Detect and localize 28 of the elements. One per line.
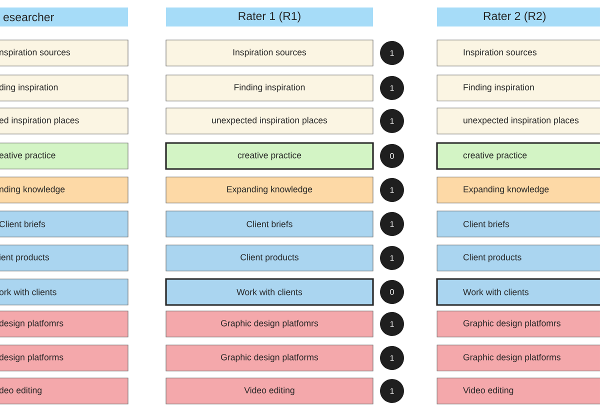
category-box: Graphic design platfomrs	[166, 310, 374, 338]
category-box: nspiration sources	[0, 40, 128, 66]
category-box: Graphic design platforms	[166, 344, 374, 372]
category-box: creative practice	[165, 142, 374, 170]
category-box: Work with clients	[436, 278, 600, 306]
category-box: Client products	[436, 244, 600, 272]
category-box: Graphic design platforms	[436, 344, 600, 372]
category-box: Expanding knowledge	[436, 176, 600, 204]
category-box: unexpected inspiration places	[436, 108, 600, 134]
category-box: ient products	[0, 244, 128, 272]
category-box: Video editing	[166, 378, 374, 404]
category-box: Client briefs	[166, 210, 374, 238]
category-box: unexpected inspiration places	[166, 108, 374, 134]
category-box: creative practice	[436, 142, 600, 170]
column-header: esearcher	[0, 8, 128, 26]
category-box: Finding inspiration	[166, 74, 374, 102]
category-box: Inspiration sources	[166, 40, 374, 66]
category-box: Inspiration sources	[436, 40, 600, 66]
category-box: Expanding knowledge	[166, 176, 374, 204]
category-box: Finding inspiration	[436, 74, 600, 102]
category-box: Graphic design platfomrs	[436, 310, 600, 338]
category-box: nding knowledge	[0, 176, 128, 204]
column-header: Rater 1 (R1)	[166, 8, 373, 26]
category-box: Video editing	[436, 378, 600, 404]
category-box: Work with clients	[165, 278, 374, 306]
column-header: Rater 2 (R2)	[437, 8, 600, 26]
category-box: Client products	[166, 244, 374, 272]
category-box: Client briefs	[436, 210, 600, 238]
